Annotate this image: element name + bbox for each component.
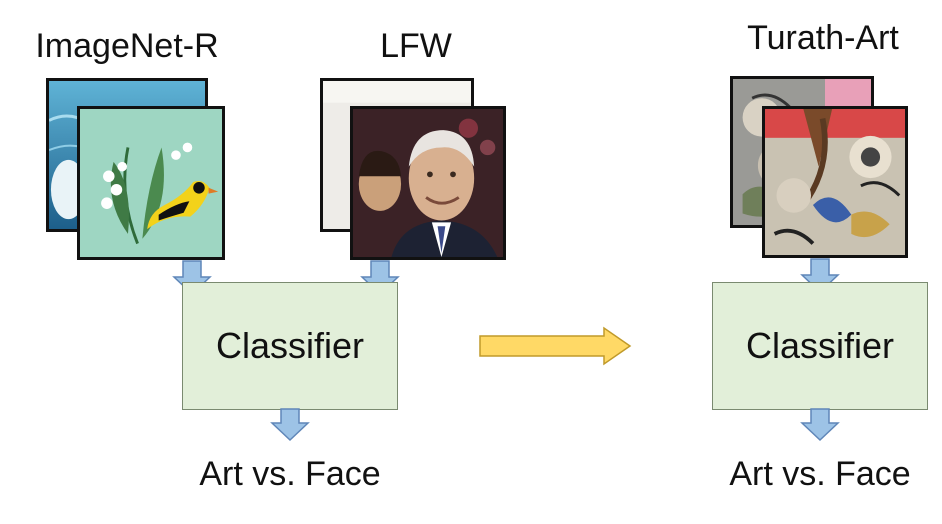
right-output-label: Art vs. Face (729, 455, 911, 493)
down-arrow-icon (800, 408, 840, 442)
lfw-label: LFW (380, 27, 452, 65)
turath-art-front-image (762, 106, 908, 258)
right-classifier-label: Classifier (745, 325, 895, 366)
turath-art-label: Turath-Art (747, 19, 899, 57)
left-output-label: Art vs. Face (199, 455, 381, 493)
imagenet-r-label: ImageNet-R (35, 27, 219, 65)
imagenet-r-front-image (77, 106, 225, 260)
left-classifier-box: Classifier (182, 282, 398, 410)
lfw-front-image (350, 106, 506, 260)
down-arrow-icon (270, 408, 310, 442)
right-classifier-box: Classifier (712, 282, 928, 410)
left-classifier-label: Classifier (215, 325, 365, 366)
right-arrow-icon (478, 326, 632, 366)
